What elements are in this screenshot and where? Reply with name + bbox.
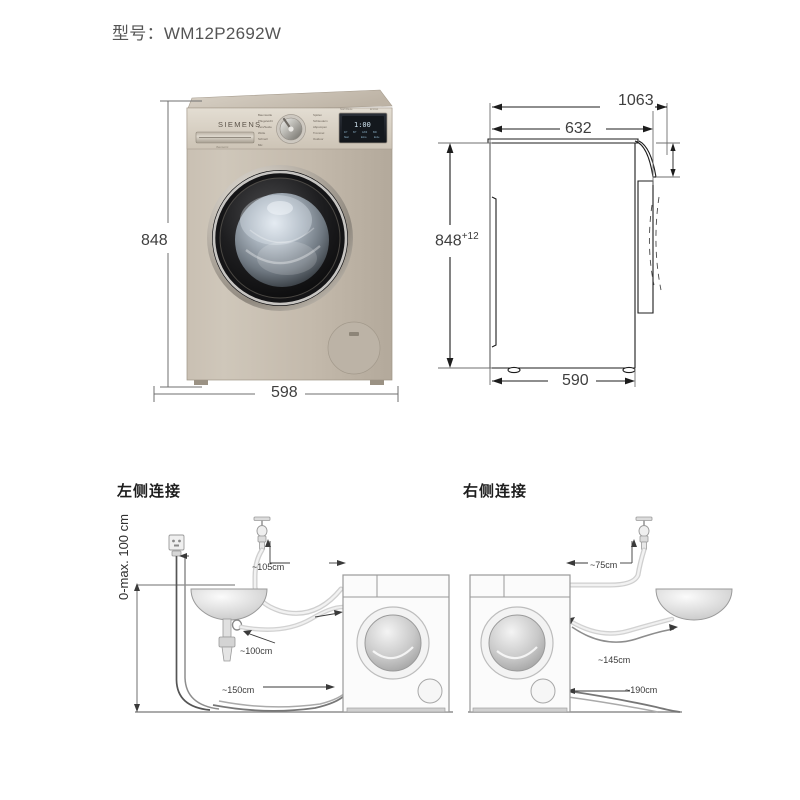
side-door-open-depth-value: 1063 [618, 92, 654, 109]
svg-text:Extra: Extra [361, 136, 367, 139]
brand-wordmark: SIEMENS [218, 120, 262, 129]
svg-text:800: 800 [373, 132, 378, 134]
side-view-group [420, 85, 800, 405]
front-width-value: 598 [271, 384, 298, 401]
svg-text:1:00: 1:00 [354, 121, 371, 129]
svg-text:iSensoric: iSensoric [216, 145, 229, 149]
drain-hose-floor [567, 690, 681, 713]
side-height-value: 848 [435, 232, 462, 250]
power-outlet [168, 534, 185, 557]
machine-top [186, 89, 393, 112]
sink-basin [655, 588, 733, 621]
svg-text:Mix: Mix [258, 143, 263, 147]
program-selector-knob [276, 114, 306, 144]
pump-filter-flap [327, 321, 381, 375]
washer-outline-right [469, 574, 571, 713]
svg-text:Ende: Ende [374, 137, 380, 139]
svg-text:Ein/Aus: Ein/Aus [370, 108, 379, 111]
drain-hose-floor [212, 694, 346, 712]
inlet-hose [252, 547, 344, 616]
svg-text:Baumwolle: Baumwolle [258, 113, 273, 117]
right-connection-heading: 右侧连接 [463, 483, 528, 500]
left-drain-floor-value: ~150cm [222, 685, 255, 695]
front-height-dimension [150, 95, 210, 395]
svg-text:Schnell: Schnell [258, 137, 268, 141]
left-connection-diagram [115, 515, 455, 725]
water-tap [635, 516, 653, 551]
svg-text:Wolle: Wolle [258, 131, 266, 135]
lcd-display: 1:00 40° 60° 1200 800 Start Extra Ende [338, 112, 388, 144]
side-body-depth-value: 590 [562, 372, 589, 389]
svg-text:Pflegeleicht: Pflegeleicht [258, 119, 273, 123]
svg-text:Spülen: Spülen [313, 113, 322, 117]
drain-hose-sink [567, 616, 675, 636]
washer-outline-left [342, 574, 450, 713]
front-width-dimension [150, 382, 405, 406]
svg-text:Trommel: Trommel [313, 131, 325, 135]
right-drain-floor-value: ~190cm [625, 685, 658, 695]
right-drain-sink-value: ~145cm [598, 655, 631, 665]
side-door-swing-depth-value: 632 [565, 120, 592, 137]
svg-text:1200: 1200 [362, 132, 368, 134]
model-title: 型号：WM12P2692W [112, 24, 282, 43]
svg-text:Fein/Seide: Fein/Seide [258, 125, 272, 129]
left-inlet-hose-value: ~105cm [252, 562, 285, 572]
right-connection-diagram [460, 515, 800, 725]
power-cord [175, 556, 211, 711]
svg-text:Start: Start [344, 136, 349, 139]
left-drain-sink-value: ~100cm [240, 646, 273, 656]
side-height-tolerance: +12 [461, 231, 479, 242]
front-height-value: 848 [141, 232, 168, 249]
svg-text:Schleudern: Schleudern [313, 119, 328, 123]
svg-text:40°: 40° [344, 132, 348, 134]
svg-text:Abpumpen: Abpumpen [313, 125, 327, 129]
svg-text:Start/Pause: Start/Pause [340, 108, 353, 111]
right-inlet-hose-value: ~75cm [590, 560, 618, 570]
svg-text:60°: 60° [353, 132, 357, 134]
water-tap [253, 516, 271, 551]
svg-text:Outdoor: Outdoor [313, 137, 323, 141]
door-porthole [207, 165, 353, 311]
left-connection-heading: 左侧连接 [117, 483, 182, 500]
left-height-range-label: 0-max. 100 cm [116, 514, 131, 600]
